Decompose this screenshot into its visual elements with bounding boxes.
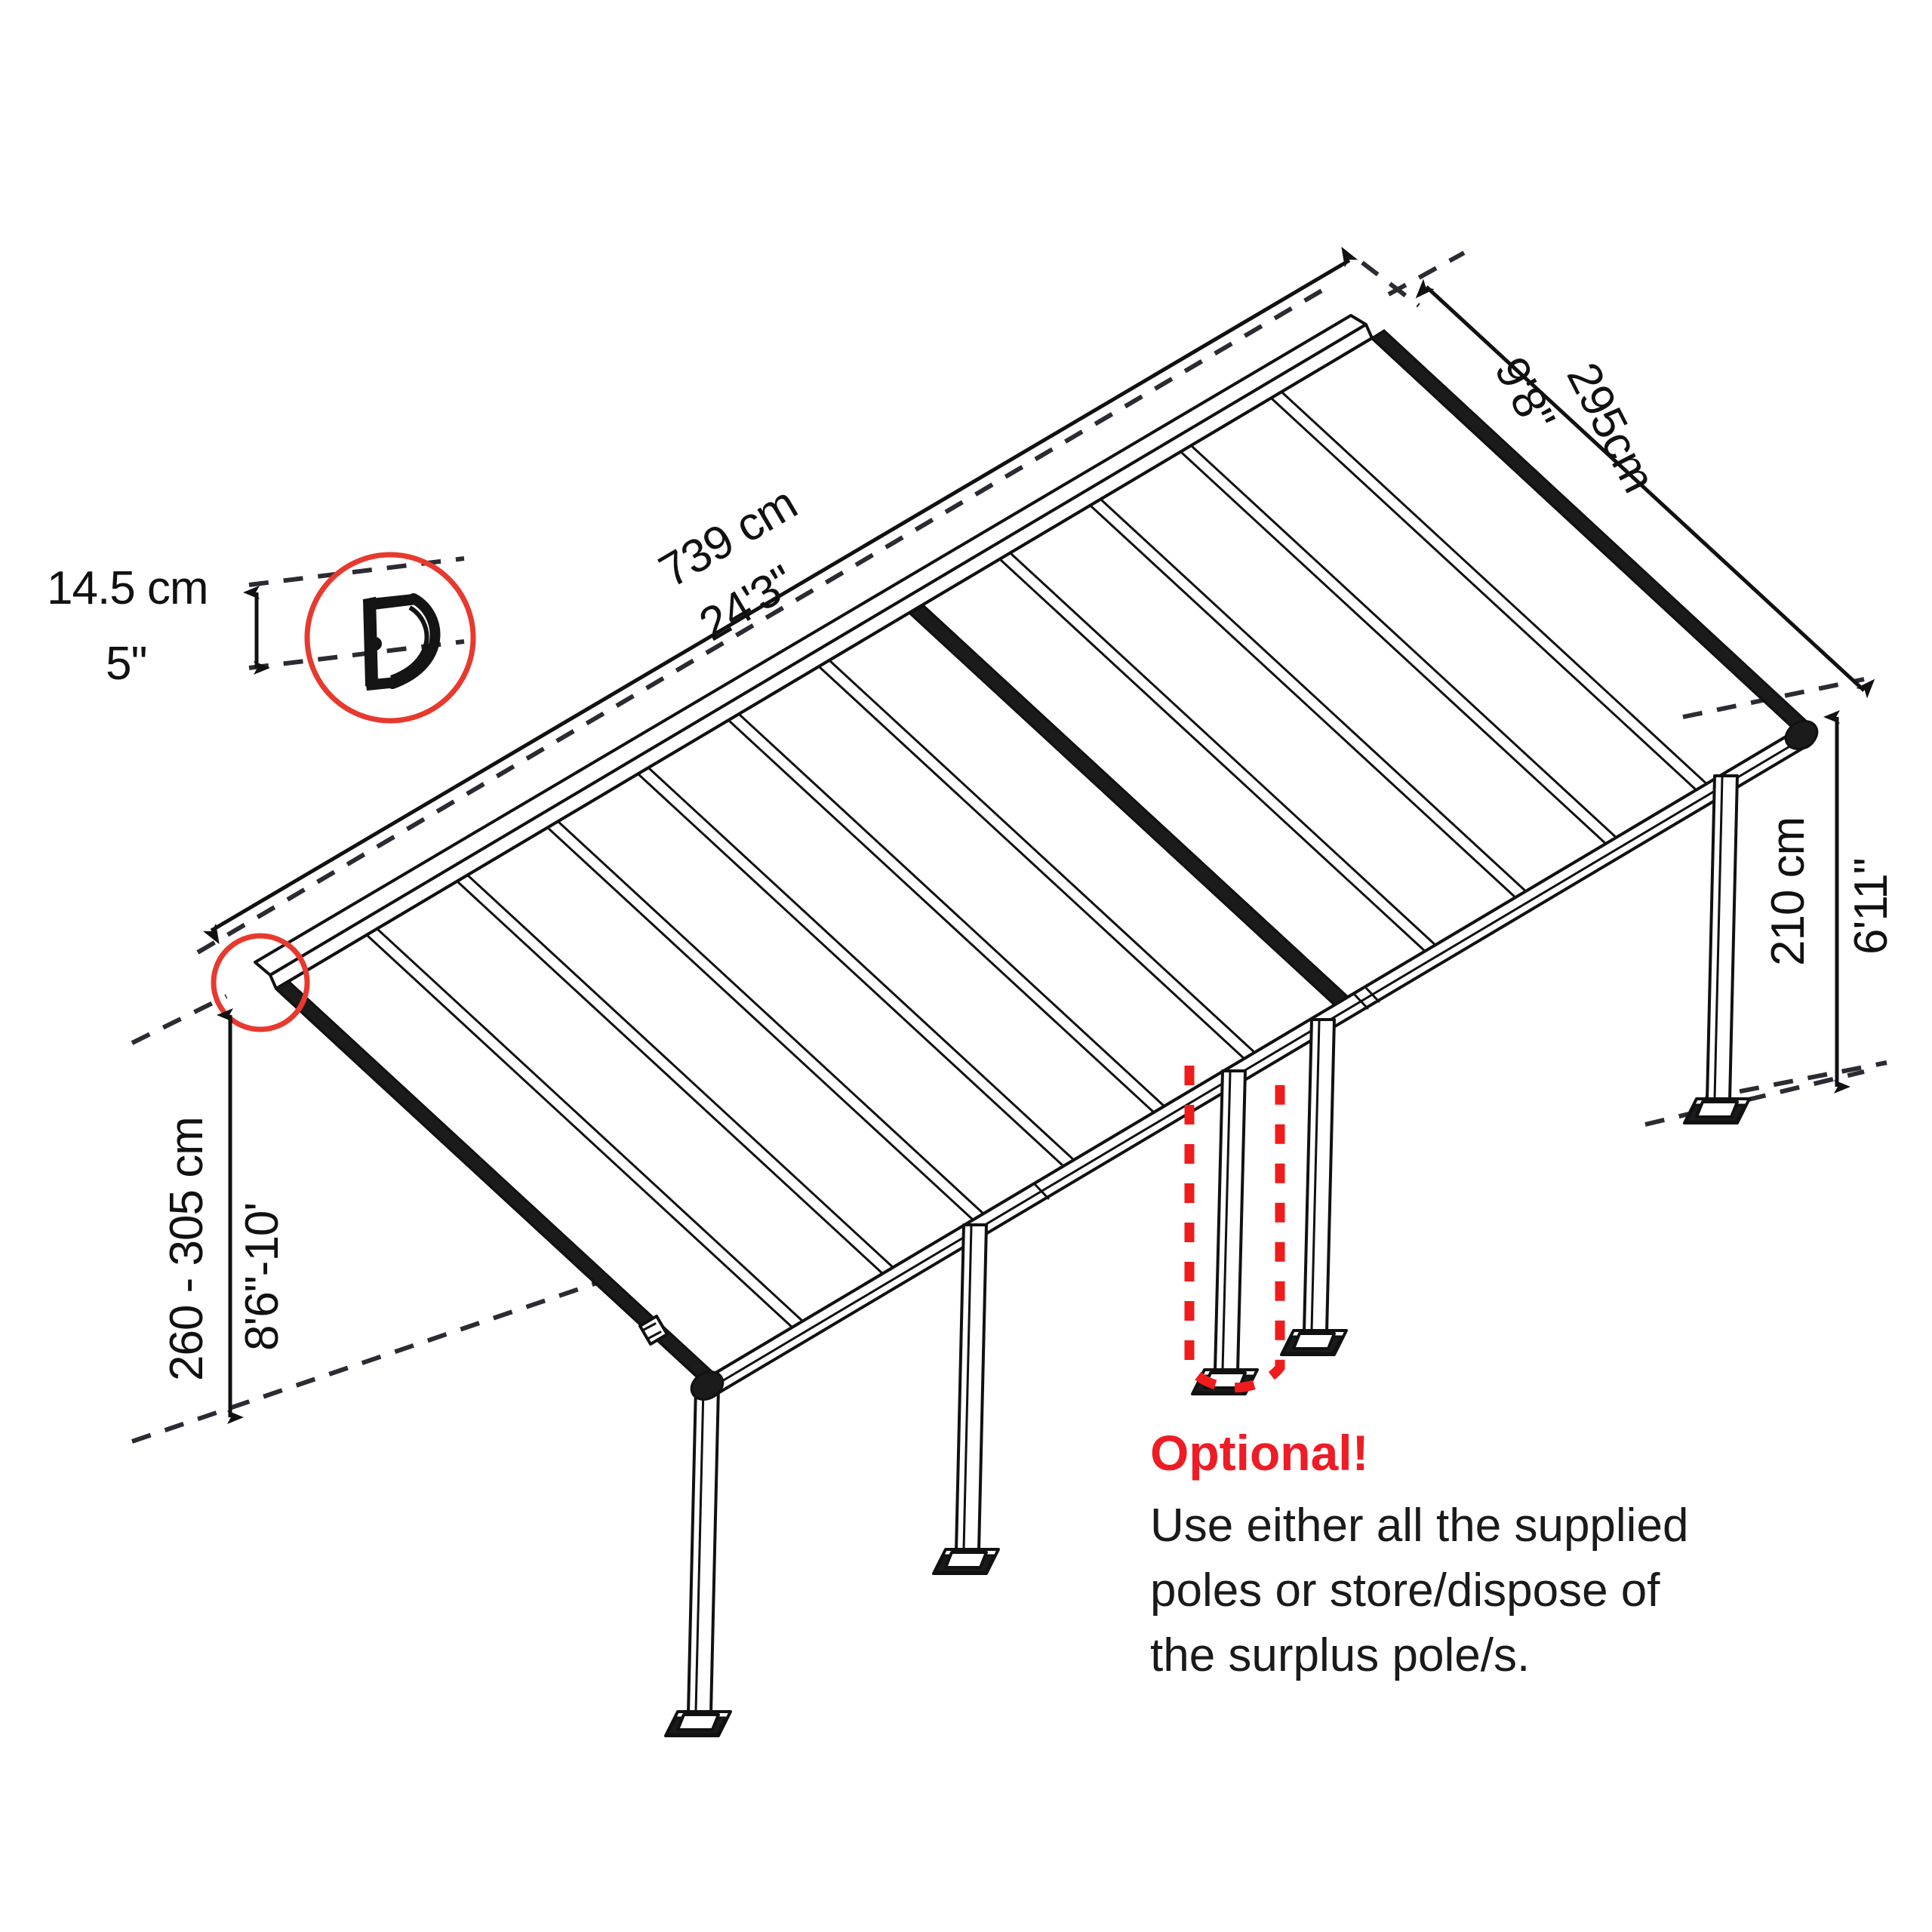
optional-note-line-1: Use either all the supplied <box>1150 1500 1688 1552</box>
width-dimension-line <box>202 246 1358 945</box>
front-height-metric-label: 210 cm <box>1762 817 1814 966</box>
beam-profile-cross-section <box>362 593 441 691</box>
support-pole-5 <box>1683 774 1751 1124</box>
beam-end-detail-circle <box>211 933 310 1032</box>
optional-note-line-2: poles or store/dispose of <box>1150 1564 1660 1617</box>
optional-pole-highlight <box>1184 1066 1285 1393</box>
depth-imperial-label: 9'8" <box>1484 349 1564 439</box>
pole-top-caps <box>690 720 1819 1401</box>
wall-height-imperial-label: 8'6"-10' <box>236 1203 288 1351</box>
profile-height-imperial-label: 5" <box>106 638 147 690</box>
support-poles <box>664 774 1751 1737</box>
optional-note-line-3: the surplus pole/s. <box>1150 1629 1530 1681</box>
profile-height-metric-label: 14.5 cm <box>47 562 208 614</box>
wall-bracket <box>638 1315 669 1346</box>
roof-panel-field <box>275 337 1798 1383</box>
profile-detail-circle <box>304 552 476 724</box>
depth-dimension-line <box>1415 278 1875 699</box>
support-pole-2 <box>932 1223 1000 1575</box>
front-gutter-beam <box>695 724 1817 1401</box>
front-height-imperial-label: 6'11" <box>1845 858 1897 955</box>
optional-note-title: Optional! <box>1150 1425 1369 1481</box>
depth-metric-label: 295cm <box>1557 355 1666 500</box>
support-pole-3-optional <box>1191 1069 1259 1395</box>
support-pole-4 <box>1280 1018 1348 1356</box>
wall-height-metric-label: 260 - 305 cm <box>161 1117 213 1381</box>
support-pole-1 <box>664 1386 732 1737</box>
